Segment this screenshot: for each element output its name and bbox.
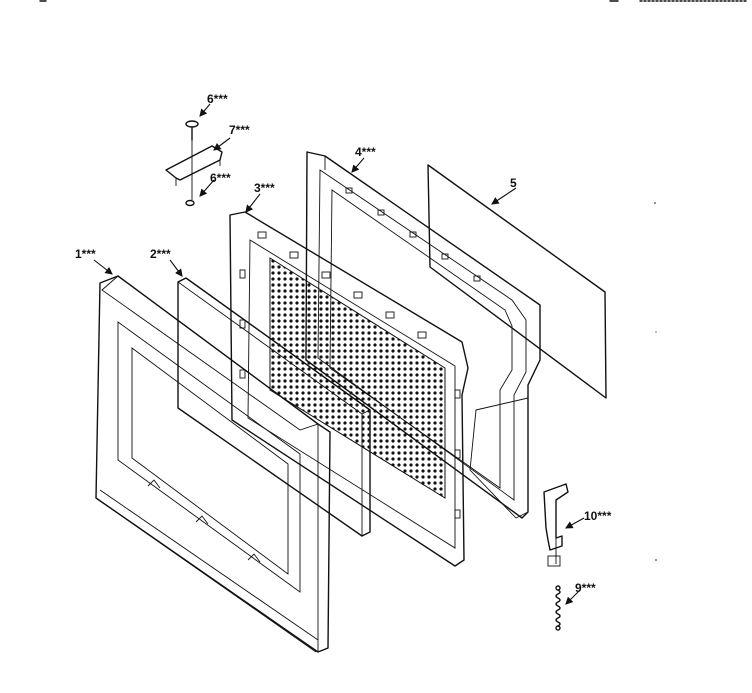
part-6-washer <box>185 199 195 207</box>
part-5-glass-sheet <box>427 164 607 399</box>
callout-5: 5 <box>510 176 517 190</box>
part-10-latch <box>543 483 569 567</box>
leader-arrows <box>93 103 585 605</box>
part-1-outer-door-frame <box>95 275 331 653</box>
callout-7: 7*** <box>229 123 250 137</box>
part-8-screw <box>185 120 199 141</box>
callout-1: 1*** <box>75 247 96 261</box>
part-9-spring <box>555 585 561 631</box>
callout-9: 9*** <box>575 581 596 595</box>
part-3-mesh-frame <box>229 211 469 567</box>
callout-3: 3*** <box>254 181 275 195</box>
callout-2: 2*** <box>150 247 171 261</box>
callout-10: 10*** <box>584 509 612 523</box>
scan-dots <box>654 202 657 561</box>
callout-8: 6*** <box>207 92 228 106</box>
part-2-inner-panel <box>177 277 371 537</box>
callout-4: 4*** <box>355 145 376 159</box>
part-7-bracket <box>165 136 223 200</box>
callout-6: 6*** <box>210 171 231 185</box>
